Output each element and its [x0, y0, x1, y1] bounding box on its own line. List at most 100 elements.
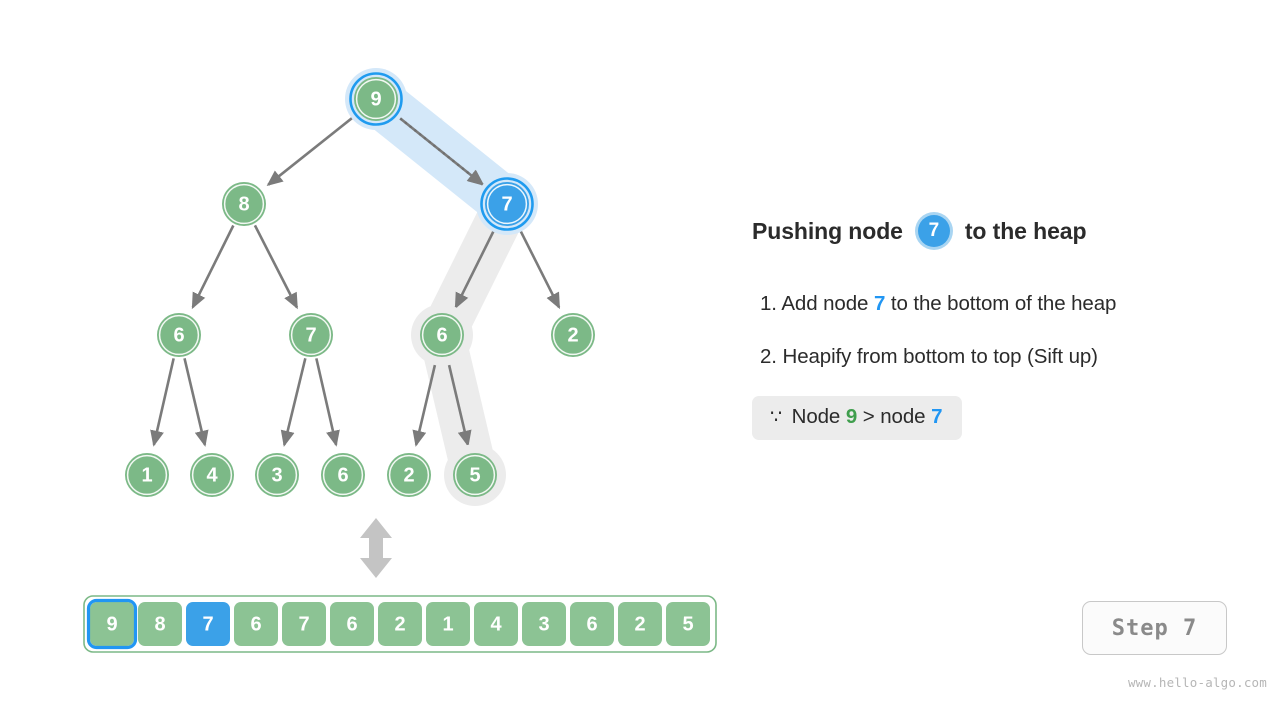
- array-cell-background: [426, 602, 470, 646]
- tree-edge: [516, 224, 561, 310]
- reason-left-value: 9: [845, 405, 858, 428]
- node-circle: [453, 453, 497, 497]
- because-symbol: ∵: [770, 407, 782, 428]
- array-cell-value: 3: [538, 614, 549, 636]
- node-value: 2: [567, 325, 578, 347]
- array-cell-background: [234, 602, 278, 646]
- node-value: 5: [469, 465, 480, 487]
- tree-edge: [412, 358, 438, 447]
- step-counter-badge: Step 7: [1082, 601, 1227, 655]
- node-inner-ring: [454, 454, 496, 496]
- node-inner-ring: [126, 454, 168, 496]
- tree-edge: [266, 112, 359, 186]
- array-cell-background: [138, 602, 182, 646]
- array-container: [83, 595, 717, 653]
- node-circle: [420, 313, 464, 357]
- array-cell-background: [570, 602, 614, 646]
- node-inner-ring: [290, 314, 332, 356]
- tree-nodes: 9 8 7 6 7 6 2 1 4 3 6 2 5: [125, 72, 595, 497]
- tree-node-5[interactable]: 5: [453, 453, 497, 497]
- array-cell-value: 6: [346, 614, 357, 636]
- explanation-panel: Pushing node 7 to the heap 1. Add node 7…: [752, 0, 1280, 720]
- array-cell-1[interactable]: 8: [138, 602, 182, 646]
- node-value: 3: [271, 465, 282, 487]
- array-cell-9[interactable]: 3: [522, 602, 566, 646]
- tree-node-2[interactable]: 2: [551, 313, 595, 357]
- node-inner-ring: [552, 314, 594, 356]
- node-circle: [125, 453, 169, 497]
- node-inner-ring: [322, 454, 364, 496]
- tree-edge: [446, 358, 472, 447]
- node-inner-ring: [486, 183, 528, 225]
- node-value: 1: [141, 465, 152, 487]
- array-cell-8[interactable]: 4: [474, 602, 518, 646]
- array-cell-value: 6: [586, 614, 597, 636]
- node-focus-ring: [480, 177, 534, 231]
- array-cell-value: 5: [682, 614, 693, 636]
- array-cell-11[interactable]: 2: [618, 602, 662, 646]
- node-value: 6: [337, 465, 348, 487]
- tree-edge: [253, 224, 299, 310]
- array-cell-0[interactable]: 9: [86, 598, 138, 650]
- node-circle: [222, 182, 266, 226]
- node-inner-ring: [223, 183, 265, 225]
- tree-node-2[interactable]: 2: [387, 453, 431, 497]
- tree-node-1[interactable]: 1: [125, 453, 169, 497]
- array-cell-background: [282, 602, 326, 646]
- node-value: 4: [206, 465, 218, 487]
- badge-value: 7: [917, 215, 950, 247]
- array-cell-background: [474, 602, 518, 646]
- node-value: 2: [403, 465, 414, 487]
- reason-right-value: 7: [931, 405, 943, 428]
- tree-edges: [150, 112, 561, 447]
- tree-node-6[interactable]: 6: [321, 453, 365, 497]
- tree-edge: [183, 358, 209, 447]
- tree-node-8[interactable]: 8: [222, 182, 266, 226]
- array-cell-7[interactable]: 1: [426, 602, 470, 646]
- step-1-text: 1. Add node 7 to the bottom of the heap: [760, 292, 1116, 316]
- step-1-prefix: 1. Add node: [760, 292, 869, 315]
- tree-node-7[interactable]: 7: [480, 177, 534, 231]
- node-value: 6: [173, 325, 184, 347]
- tree-edge: [315, 358, 340, 447]
- array-cell-value: 2: [394, 614, 405, 636]
- array-cell-5[interactable]: 6: [330, 602, 374, 646]
- array-cell-4[interactable]: 7: [282, 602, 326, 646]
- array-cell-background: [330, 602, 374, 646]
- node-value: 7: [305, 325, 316, 347]
- tree-node-9[interactable]: 9: [349, 72, 403, 126]
- node-inner-ring: [256, 454, 298, 496]
- panel-title-prefix: Pushing node: [752, 217, 903, 244]
- node-circle: [255, 453, 299, 497]
- array-cell-background: [186, 602, 230, 646]
- array-cell-3[interactable]: 6: [234, 602, 278, 646]
- array-cell-value: 1: [442, 614, 453, 636]
- tree-edge: [191, 224, 235, 310]
- node-circle: [321, 453, 365, 497]
- reason-prefix: Node: [791, 405, 841, 428]
- tree-node-7[interactable]: 7: [289, 313, 333, 357]
- array-cell-value: 2: [634, 614, 645, 636]
- array-cell-highlight-outline: [86, 598, 138, 650]
- node-circle: [387, 453, 431, 497]
- tree-node-4[interactable]: 4: [190, 453, 234, 497]
- array-cell-value: 9: [106, 614, 117, 636]
- node-value: 9: [370, 89, 381, 111]
- node-inner-ring: [421, 314, 463, 356]
- array-cell-2[interactable]: 7: [186, 602, 230, 646]
- tree-node-3[interactable]: 3: [255, 453, 299, 497]
- node-circle: [551, 313, 595, 357]
- array-cell-6[interactable]: 2: [378, 602, 422, 646]
- node-value: 8: [238, 194, 249, 216]
- array-cell-12[interactable]: 5: [666, 602, 710, 646]
- array-cell-background: [522, 602, 566, 646]
- node-circle: [485, 182, 529, 226]
- node-circle: [289, 313, 333, 357]
- tree-node-6[interactable]: 6: [420, 313, 464, 357]
- array-cell-10[interactable]: 6: [570, 602, 614, 646]
- reason-box: ∵ Node 9 > node 7: [752, 396, 963, 440]
- site-watermark: www.hello-algo.com: [1127, 675, 1267, 690]
- tree-node-6[interactable]: 6: [157, 313, 201, 357]
